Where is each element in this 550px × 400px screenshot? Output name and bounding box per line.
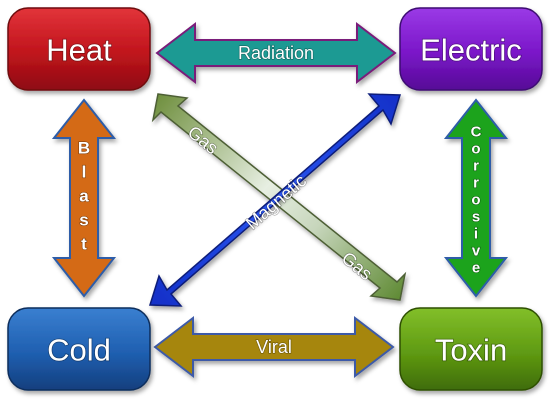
corrosive-letter: r	[473, 158, 479, 175]
blast-letter: l	[82, 163, 87, 182]
blast-letter: s	[79, 211, 88, 230]
node-electric-label: Electric	[420, 33, 522, 68]
corrosive-letter: C	[471, 124, 482, 141]
node-electric: Electric	[399, 7, 543, 91]
viral-arrow	[153, 315, 395, 379]
node-toxin: Toxin	[399, 307, 543, 391]
blast-label: B l a s t	[77, 138, 90, 254]
corrosive-letter: o	[471, 192, 480, 209]
node-heat: Heat	[7, 7, 151, 91]
blast-letter: a	[79, 187, 89, 206]
magnetic-arrow	[148, 93, 402, 307]
corrosive-letter: r	[473, 175, 479, 192]
node-cold: Cold	[7, 307, 151, 391]
corrosive-letter: o	[471, 141, 480, 158]
node-cold-label: Cold	[47, 333, 111, 368]
node-heat-label: Heat	[46, 33, 112, 68]
radiation-arrow	[155, 21, 397, 85]
blast-letter: B	[78, 139, 90, 158]
corrosive-arrow	[443, 98, 509, 298]
blast-arrow	[51, 98, 117, 298]
node-toxin-label: Toxin	[435, 333, 507, 368]
corrosive-label: C o r r o s i v e	[470, 123, 482, 277]
blast-letter: t	[81, 235, 87, 254]
corrosive-letter: e	[472, 260, 480, 277]
radiation-label: Radiation	[238, 43, 314, 63]
corrosive-letter: i	[474, 226, 478, 243]
corrosive-letter: v	[472, 243, 481, 260]
corrosive-letter: s	[472, 209, 480, 226]
viral-label: Viral	[256, 337, 292, 357]
